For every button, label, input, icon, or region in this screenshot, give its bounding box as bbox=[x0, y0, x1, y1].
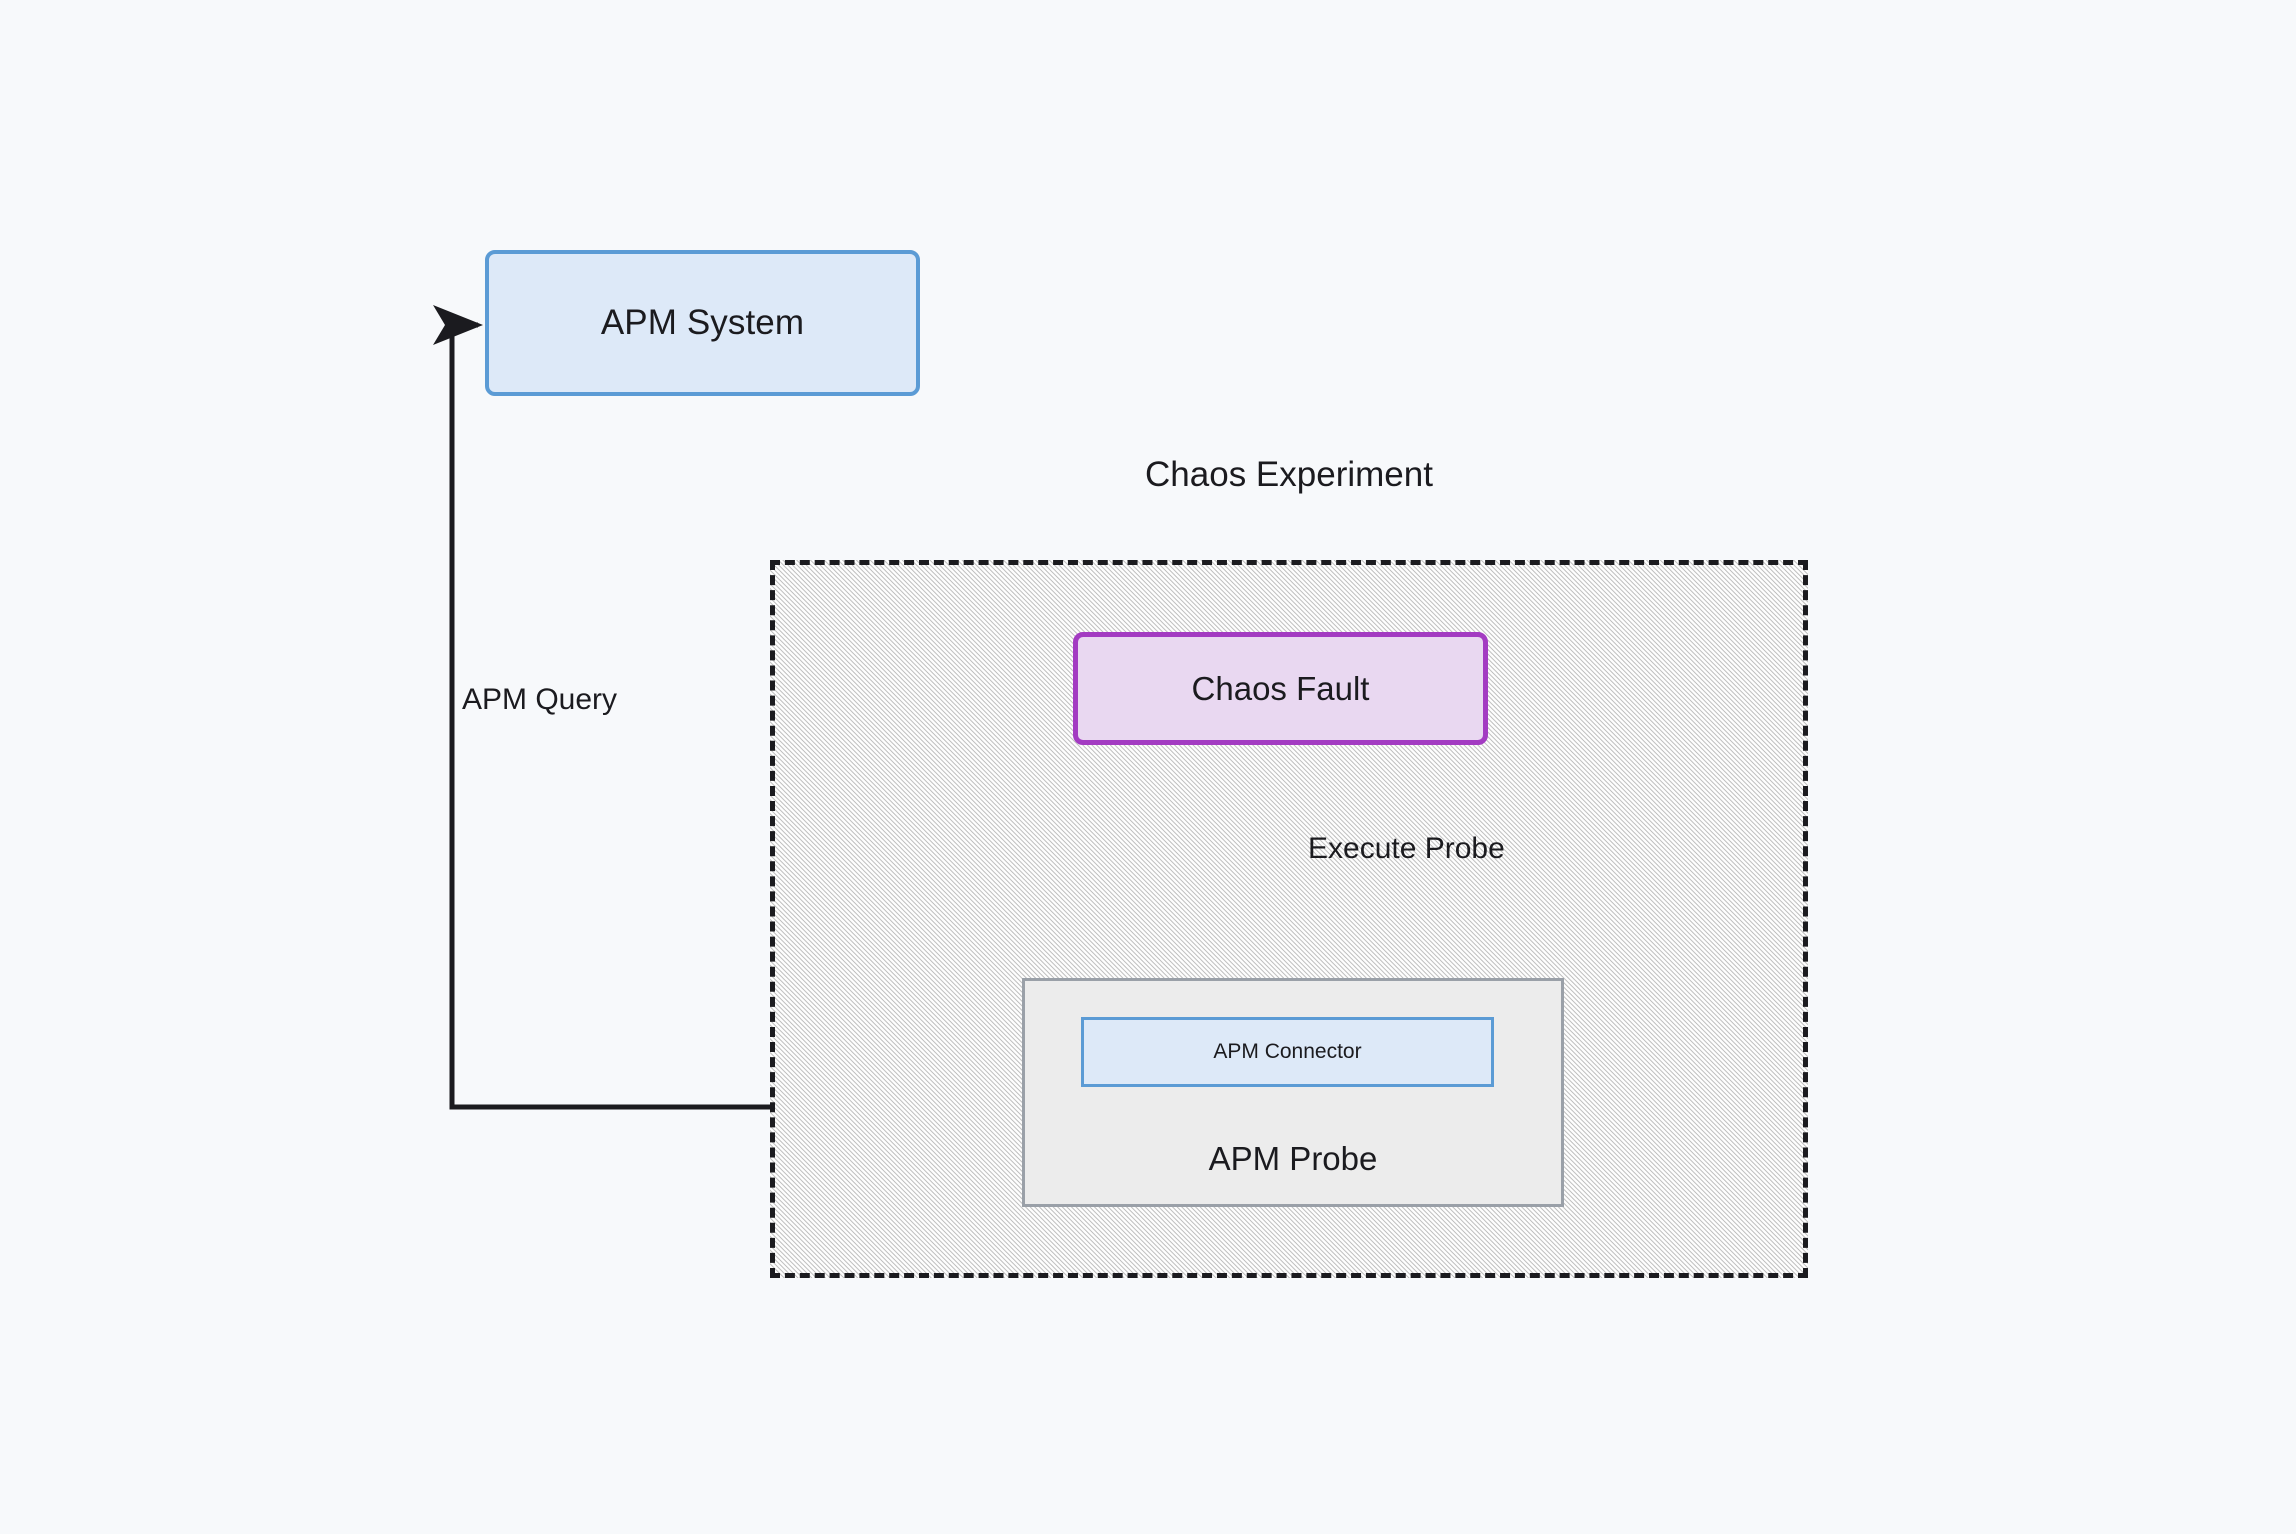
edge-label-apm-query: APM Query bbox=[462, 683, 618, 716]
cluster-apm-probe-label: APM Probe bbox=[1208, 1140, 1378, 1177]
node-apm-connector[interactable]: APM Connector bbox=[1081, 1017, 1494, 1087]
cluster-chaos-experiment-title: Chaos Experiment bbox=[1145, 455, 1433, 494]
node-apm-system[interactable]: APM System bbox=[485, 250, 920, 396]
node-chaos-fault-label: Chaos Fault bbox=[1191, 669, 1370, 707]
cluster-apm-probe: APM Probe bbox=[1022, 978, 1564, 1207]
node-chaos-fault[interactable]: Chaos Fault bbox=[1073, 632, 1488, 745]
edge-label-execute-probe: Execute Probe bbox=[1308, 832, 1505, 865]
node-apm-connector-label: APM Connector bbox=[1213, 1040, 1362, 1063]
node-apm-system-label: APM System bbox=[600, 303, 805, 342]
